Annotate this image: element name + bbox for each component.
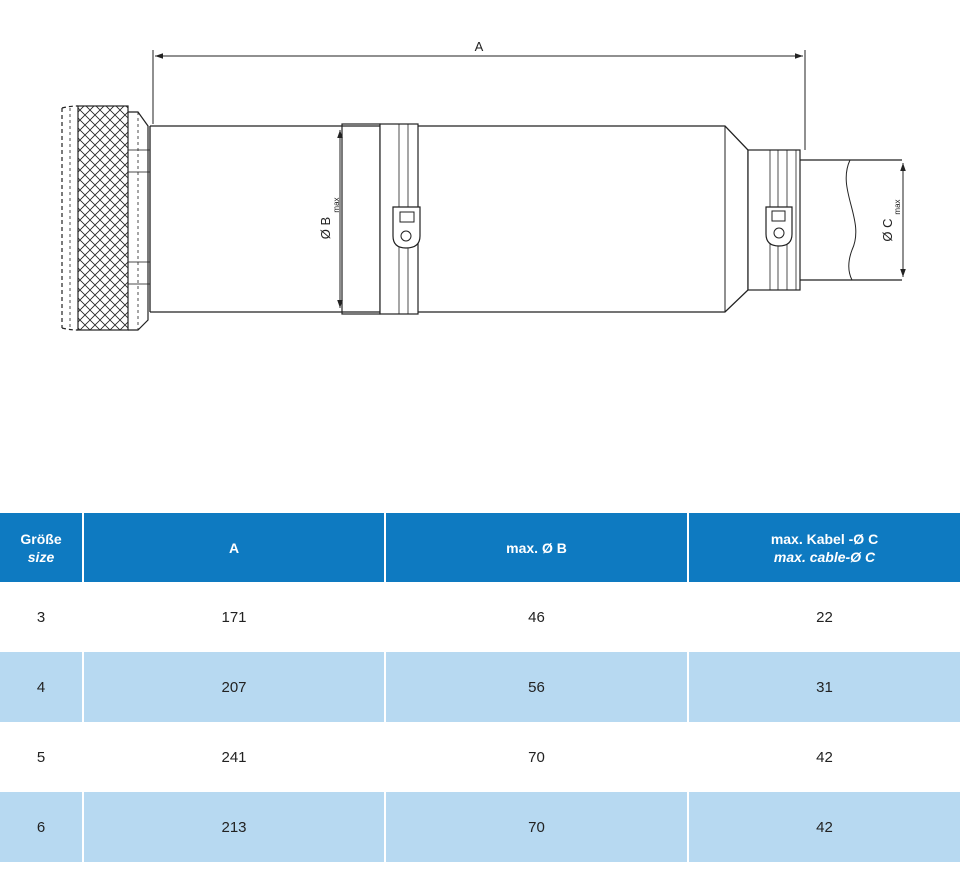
cell-a: 213: [83, 792, 386, 862]
header-max-cable-c: max. Kabel -Ø C max. cable-Ø C: [688, 513, 960, 582]
cell-max-b: 46: [385, 582, 689, 652]
dimension-c: Ø C max: [880, 163, 906, 277]
dimension-b: Ø B max: [318, 130, 343, 308]
cell-max-c: 42: [688, 722, 960, 792]
dimension-c-label: Ø C: [880, 218, 895, 241]
cell-size: 4: [0, 652, 84, 722]
cell-max-c: 42: [688, 792, 960, 862]
dimension-a: A: [152, 39, 806, 150]
coupling-nut: [61, 105, 151, 331]
cell-size: 5: [0, 722, 84, 792]
cell-max-b: 56: [385, 652, 689, 722]
table-header-row: Größe size A max. Ø B max. Kabel -Ø C ma…: [0, 513, 960, 582]
table-row: 3 171 46 22: [0, 582, 960, 652]
cell-size: 3: [0, 582, 84, 652]
cell-max-b: 70: [385, 722, 689, 792]
header-a: A: [83, 513, 386, 582]
table-row: 5 241 70 42: [0, 722, 960, 792]
cell-max-c: 22: [688, 582, 960, 652]
table-row: 4 207 56 31: [0, 652, 960, 722]
backshell-body: [149, 125, 749, 313]
table-row: 6 213 70 42: [0, 792, 960, 862]
dimension-b-sub: max: [332, 197, 341, 212]
cell-a: 207: [83, 652, 386, 722]
size-table: Größe size A max. Ø B max. Kabel -Ø C ma…: [0, 513, 960, 862]
clamp-band-large: [341, 123, 421, 315]
dimension-b-label: Ø B: [318, 217, 333, 239]
connector-drawing: A Ø B max: [61, 39, 906, 331]
dimension-a-label: A: [475, 39, 484, 54]
cell-a: 241: [83, 722, 386, 792]
cell-a: 171: [83, 582, 386, 652]
header-size: Größe size: [0, 513, 84, 582]
cell-size: 6: [0, 792, 84, 862]
clamp-band-small: [747, 149, 801, 291]
cell-max-b: 70: [385, 792, 689, 862]
cable: [800, 159, 902, 281]
dimension-c-sub: max: [893, 199, 902, 214]
header-max-b: max. Ø B: [385, 513, 689, 582]
cell-max-c: 31: [688, 652, 960, 722]
